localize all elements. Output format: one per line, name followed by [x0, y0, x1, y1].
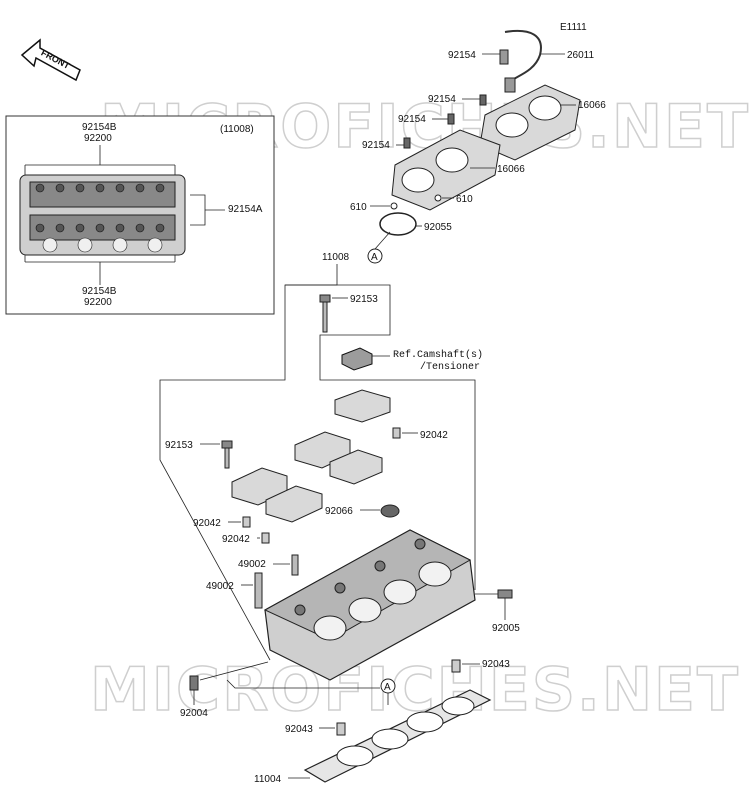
callout-92042-c: 92042 — [222, 534, 250, 545]
insulator-16066-rear — [479, 84, 581, 161]
callout-610-right: 610 — [456, 194, 473, 205]
dowel-92042-b — [242, 516, 251, 528]
camshaft-tensioner-ref — [341, 347, 373, 371]
inset-bottom-label-1: 92154B — [82, 286, 117, 297]
callout-16066-a: 16066 — [578, 100, 606, 111]
inset-top-label-1: 92154B — [82, 122, 117, 133]
callout-92154-c: 92154 — [362, 140, 390, 151]
callout-49002-a: 49002 — [238, 559, 266, 570]
wire-harness-26011 — [499, 30, 542, 93]
inset-top-label-2: 92200 — [84, 133, 112, 144]
callout-92154-top: 92154 — [448, 50, 476, 61]
ref-marker-a-top: A — [367, 248, 383, 264]
guide-49002-a — [291, 554, 299, 576]
cylinder-head-top-view — [19, 174, 186, 256]
inset-bottom-label-2: 92200 — [84, 297, 112, 308]
callout-92043-bottom: 92043 — [285, 724, 313, 735]
dowel-92043-right — [451, 659, 461, 673]
stud-92004 — [189, 675, 199, 691]
callout-92055: 92055 — [424, 222, 452, 233]
inset-side-label: 92154A — [228, 204, 263, 215]
o-ring-92055 — [379, 212, 417, 236]
callout-92153-top: 92153 — [350, 294, 378, 305]
callout-610-left: 610 — [350, 202, 367, 213]
camshaft-cap-3 — [329, 449, 383, 485]
bolt-92153-left — [221, 440, 233, 469]
guide-49002-b — [254, 572, 263, 609]
callout-11008: 11008 — [322, 252, 350, 263]
callout-92004: 92004 — [180, 708, 208, 719]
dowel-92042-a — [392, 427, 401, 439]
inset-group-label: (11008) — [220, 124, 254, 135]
callout-49002-b: 49002 — [206, 581, 234, 592]
dowel-92043-bottom — [336, 722, 346, 736]
callout-26011: 26011 — [567, 50, 595, 61]
ref-tensioner-label: /Tensioner — [420, 361, 480, 373]
callout-16066-b: 16066 — [497, 164, 525, 175]
ref-camshaft-label: Ref.Camshaft(s) — [393, 349, 483, 361]
callout-92005: 92005 — [492, 623, 520, 634]
callout-92154-b: 92154 — [398, 114, 426, 125]
inset-panel: (11008) 92154B 92200 92154A 92154B 92200 — [5, 115, 275, 315]
ref-marker-a-bottom: A — [380, 678, 396, 694]
camshaft-cap-1 — [334, 389, 391, 423]
callout-92153-left: 92153 — [165, 440, 193, 451]
callout-92042-b: 92042 — [193, 518, 221, 529]
cylinder-head-11008 — [263, 529, 476, 681]
svg-text:A: A — [371, 252, 378, 263]
sensor-92005 — [497, 589, 513, 599]
callout-92066: 92066 — [325, 506, 353, 517]
callout-11004: 11004 — [254, 774, 282, 785]
plug-92066 — [380, 504, 400, 518]
svg-text:A: A — [384, 682, 391, 693]
callout-92043-right: 92043 — [482, 659, 510, 670]
bolt-92153-top — [319, 294, 331, 333]
camshaft-cap-5 — [265, 485, 323, 523]
front-arrow-icon: FRONT — [20, 38, 81, 82]
insulator-16066-front — [391, 129, 501, 211]
diagram-id: E1111 — [560, 22, 587, 33]
callout-92154-a: 92154 — [428, 94, 456, 105]
dowel-92042-c — [261, 532, 270, 544]
head-gasket-11004 — [303, 689, 492, 783]
callout-92042-a: 92042 — [420, 430, 448, 441]
